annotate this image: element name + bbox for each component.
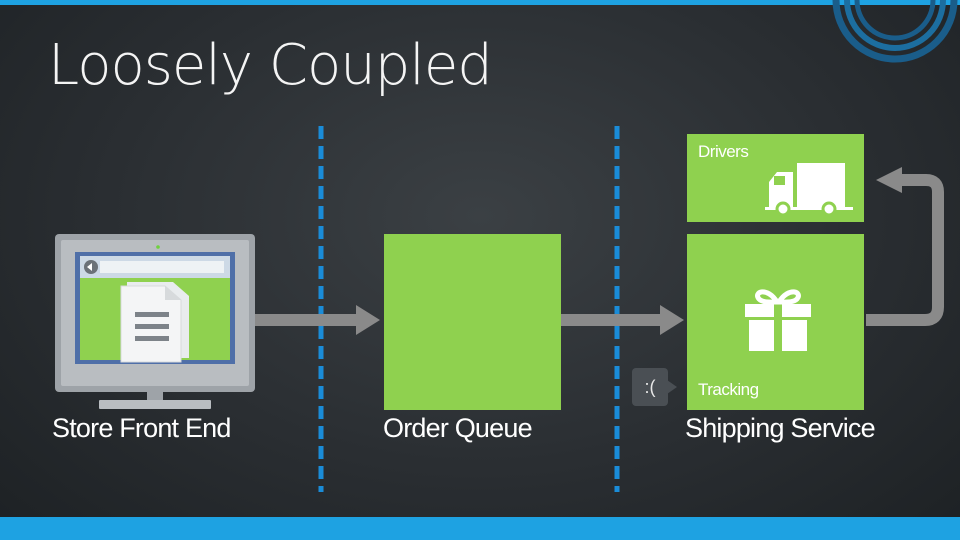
bottom-accent-bar <box>0 517 960 540</box>
arrow-store-to-queue <box>255 305 380 335</box>
monitor-icon <box>55 234 255 409</box>
back-arrow-icon <box>87 263 92 271</box>
order-queue-box <box>384 234 561 410</box>
sad-face-speech-bubble: :( <box>632 368 677 406</box>
loop-arrow-icon <box>866 167 944 326</box>
top-accent-bar <box>0 0 960 5</box>
caption-order-queue: Order Queue <box>383 413 533 443</box>
document-icon <box>120 282 189 363</box>
logo-rings-icon <box>832 0 958 63</box>
arrow-queue-to-shipping <box>560 305 684 335</box>
gift-icon <box>745 289 811 351</box>
tracking-label: Tracking <box>698 380 759 399</box>
shipping-service-box: Tracking <box>687 234 864 410</box>
caption-shipping-service: Shipping Service <box>685 413 876 443</box>
drivers-label: Drivers <box>698 142 749 161</box>
slide-title: Loosely Coupled <box>48 33 493 98</box>
truck-icon <box>765 163 853 217</box>
drivers-box: Drivers <box>687 134 864 222</box>
caption-store-front-end: Store Front End <box>52 413 231 443</box>
